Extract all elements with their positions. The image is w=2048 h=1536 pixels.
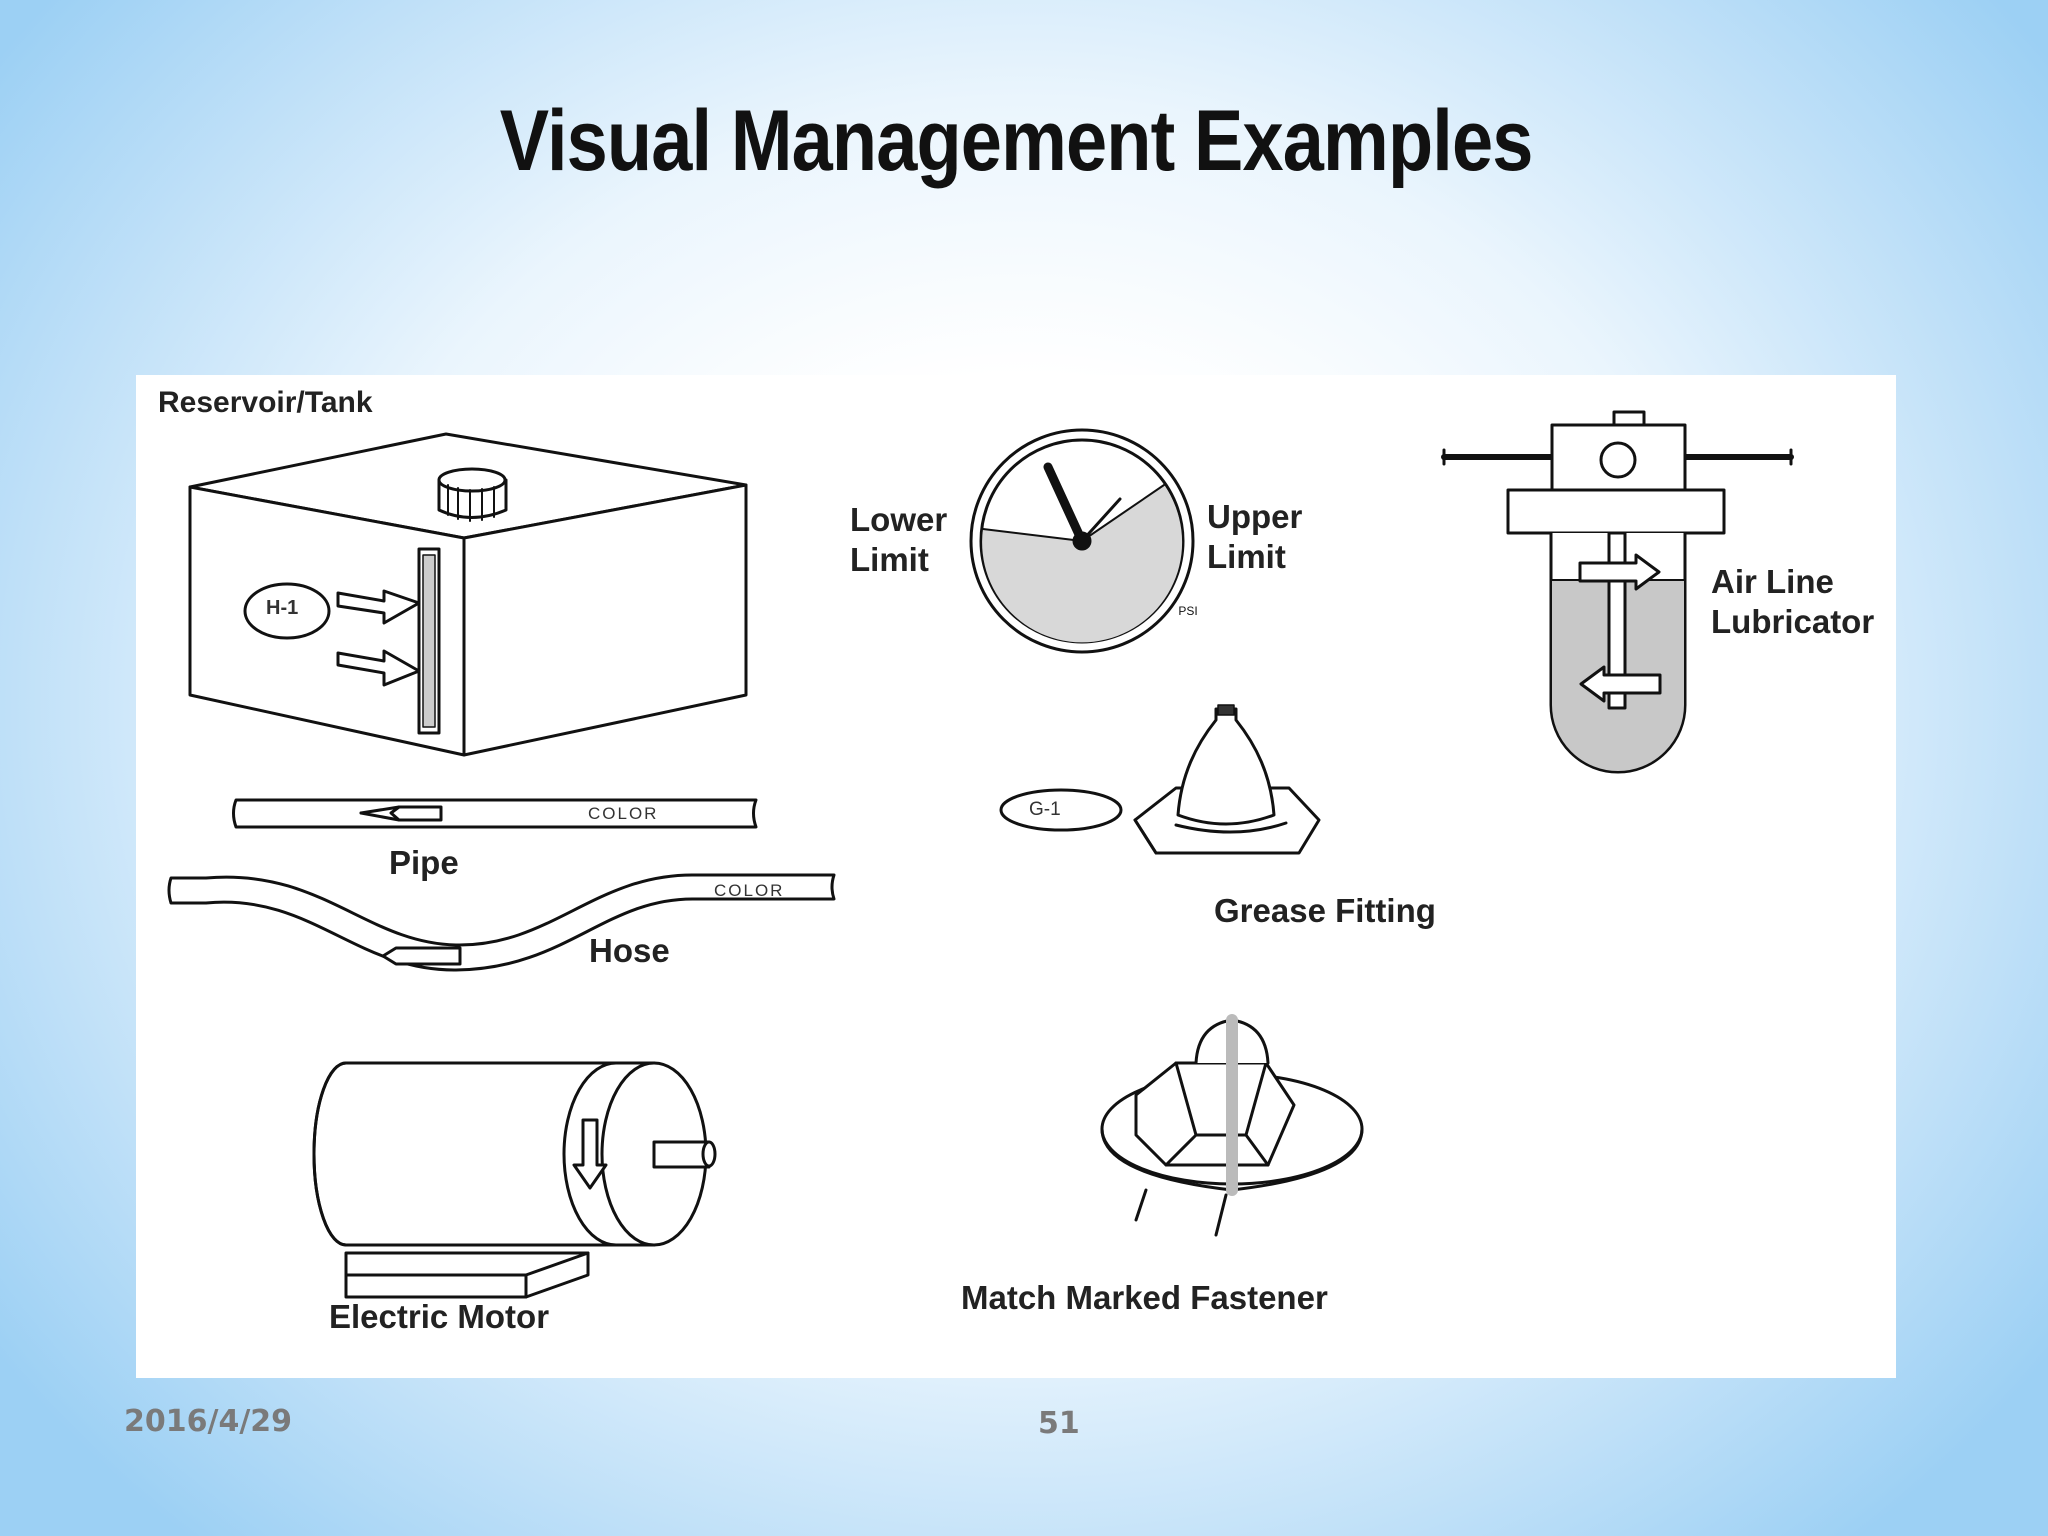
grease-fitting-icon — [999, 704, 1321, 855]
electric-motor-icon — [312, 1061, 717, 1299]
gauge-unit-label: PSI — [1178, 604, 1197, 618]
slide-date: 2016/4/29 — [124, 1404, 293, 1439]
air-line-lubricator-icon — [1441, 410, 1794, 774]
hose-label: Hose — [589, 932, 670, 969]
slide-title: Visual Management Examples — [499, 93, 1534, 189]
grease-fitting-label: Grease Fitting — [1214, 892, 1436, 929]
upper-limit-label: Upper Limit — [1207, 498, 1303, 575]
air-line-lubricator-label: Air Line Lubricator — [1711, 563, 1875, 640]
lower-limit-label: Lower Limit — [850, 501, 948, 578]
pipe-label: Pipe — [389, 844, 459, 881]
hose-color-label: COLOR — [714, 881, 785, 900]
pressure-gauge-icon — [969, 428, 1195, 654]
hose-icon — [167, 873, 836, 972]
match-marked-fastener-icon — [1100, 1014, 1364, 1237]
pipe-color-label: COLOR — [588, 804, 659, 823]
visual-management-figure: PSI Reservoir/Tank H-1 Lower Limit Upper… — [136, 375, 1896, 1378]
grease-tag-label: G-1 — [1029, 799, 1061, 820]
tank-tag-label: H-1 — [266, 597, 299, 619]
slide-page-number: 51 — [1038, 1406, 1080, 1441]
fastener-label: Match Marked Fastener — [961, 1279, 1328, 1316]
electric-motor-label: Electric Motor — [329, 1298, 550, 1335]
figure-drawing: PSI — [167, 410, 1794, 1299]
reservoir-label: Reservoir/Tank — [158, 386, 373, 419]
pipe-icon — [232, 798, 758, 829]
tank-icon — [188, 432, 748, 757]
